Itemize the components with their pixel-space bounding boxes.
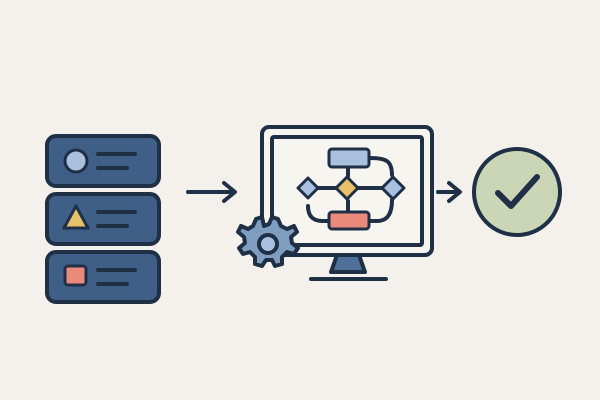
server-unit-top — [45, 134, 161, 188]
server-triangle-indicator-icon — [62, 204, 90, 230]
flowchart-diamond-center-icon — [334, 175, 360, 201]
server-circle-indicator-icon — [63, 148, 89, 174]
server-unit-bottom — [45, 250, 161, 304]
checkmark-circle-icon — [472, 147, 562, 237]
gear-icon — [236, 215, 300, 268]
server-stack-icon — [45, 134, 161, 304]
flowchart-diamond-right-icon — [380, 175, 406, 201]
server-unit-middle — [45, 192, 161, 246]
monitor-stand — [329, 253, 367, 274]
flowchart-box-bottom-icon — [327, 210, 371, 231]
server-square-indicator-icon — [63, 264, 88, 287]
monitor-flowchart-icon — [236, 125, 434, 281]
flowchart-box-top-icon — [327, 147, 371, 169]
flowchart-diamond-left-icon — [296, 176, 320, 200]
arrow-right-icon — [186, 181, 237, 203]
arrow-right-icon — [436, 181, 462, 203]
